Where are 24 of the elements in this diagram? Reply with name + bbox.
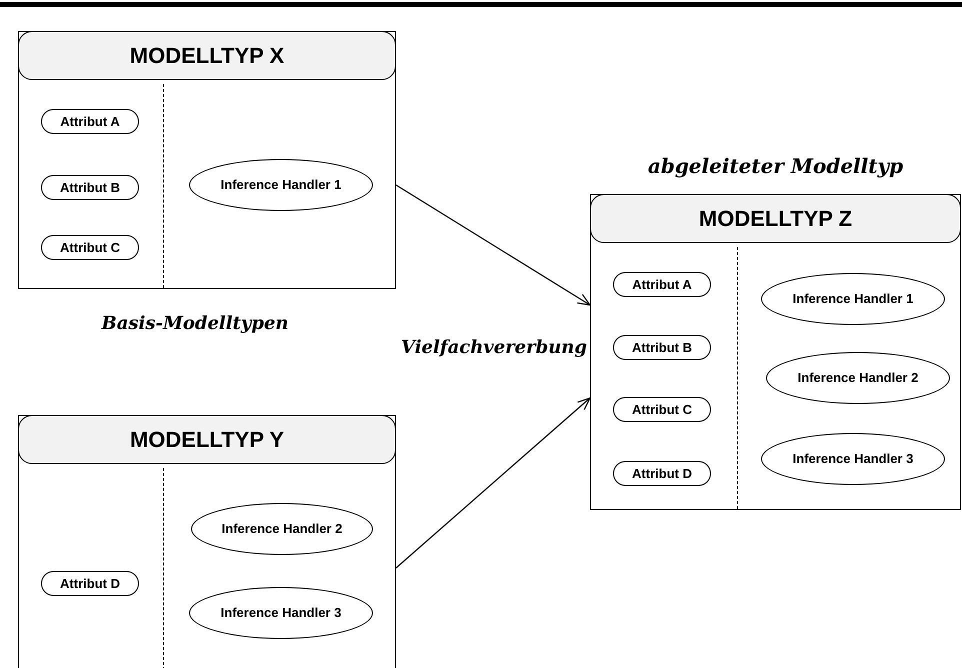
attribute-pill: Attribut C (613, 397, 711, 422)
attribute-pill: Attribut C (41, 235, 139, 260)
attribute-pill: Attribut A (41, 109, 139, 134)
arrow (396, 397, 591, 568)
handler-ellipse: Inference Handler 1 (189, 159, 373, 211)
title-bar: MODELLTYP Z (590, 194, 961, 243)
handler-ellipse: Inference Handler 3 (761, 433, 945, 485)
diagram-label: Basis-Modelltypen (100, 312, 290, 336)
handler-ellipse: Inference Handler 1 (761, 273, 945, 325)
attribute-pill: Attribut D (41, 571, 139, 596)
class-box (18, 415, 396, 668)
attribute-pill: Attribut A (613, 272, 711, 297)
box-caption: abgeleiteter Modelltyp (646, 153, 904, 180)
title-bar: MODELLTYP Y (18, 415, 396, 464)
handler-ellipse: Inference Handler 3 (189, 587, 373, 639)
arrow (396, 184, 591, 306)
handler-ellipse: Inference Handler 2 (191, 503, 373, 555)
handler-ellipse: Inference Handler 2 (766, 352, 950, 404)
diagram-label: Vielfachvererbung (400, 336, 588, 360)
attribute-pill: Attribut D (613, 461, 711, 486)
attribute-pill: Attribut B (41, 175, 139, 200)
title-bar: MODELLTYP X (18, 31, 396, 80)
attribute-pill: Attribut B (613, 335, 711, 360)
class-box (18, 31, 396, 289)
